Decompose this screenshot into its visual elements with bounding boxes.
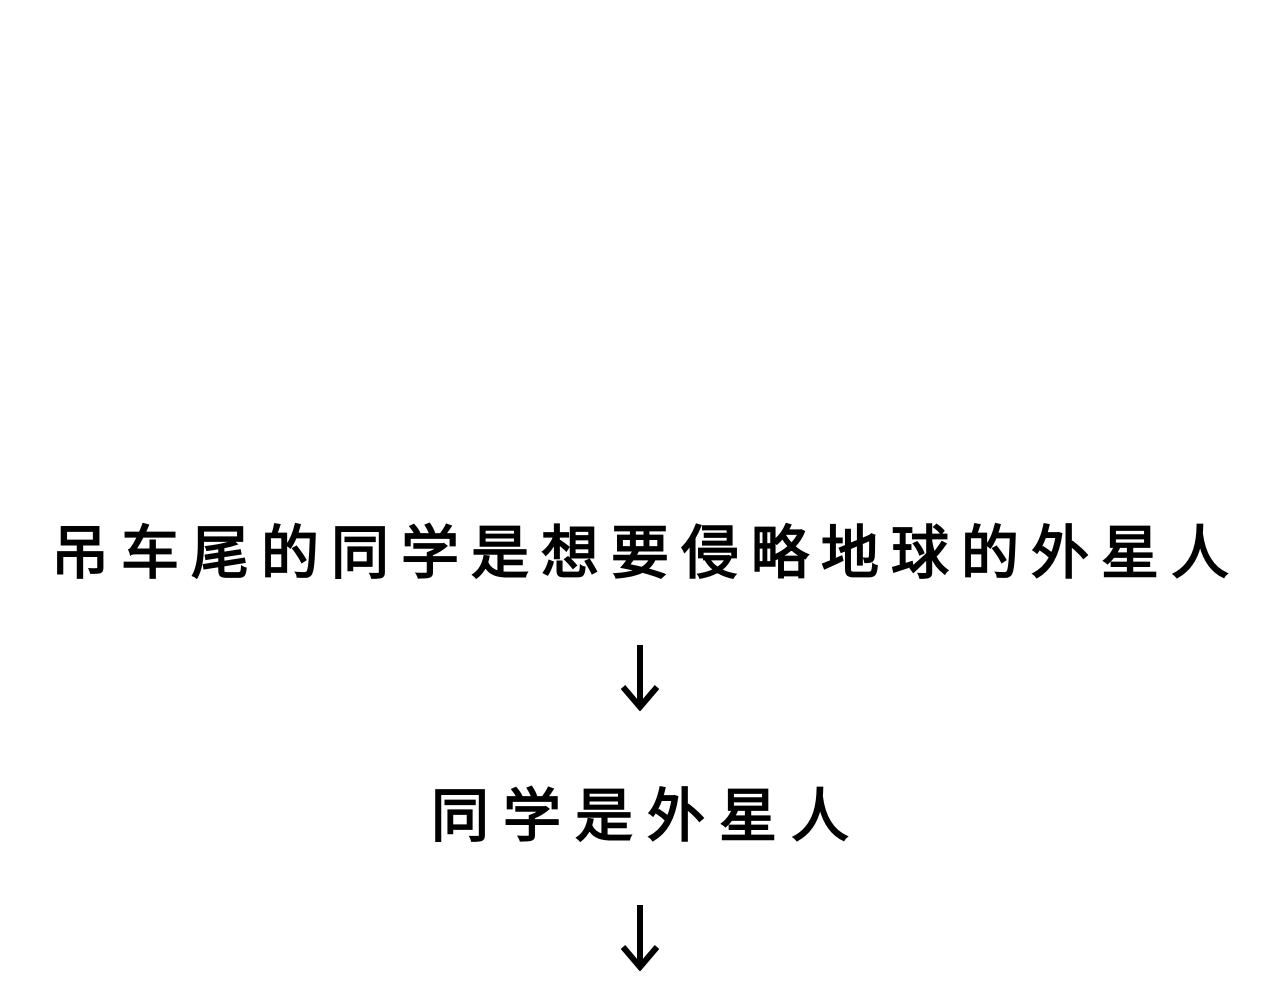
arrow-down-icon xyxy=(0,643,1280,711)
caption-line-first: 吊车尾的同学是想要侵略地球的外星人 xyxy=(50,519,1241,587)
arrow-down-icon xyxy=(0,903,1280,971)
caption-line-second: 同学是外星人 xyxy=(430,782,863,850)
